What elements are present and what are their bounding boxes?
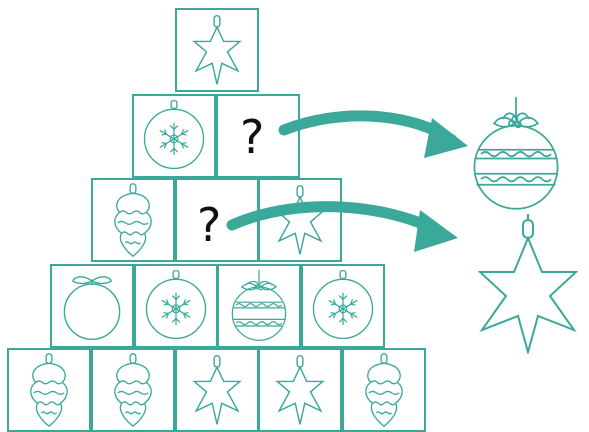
striped-bauble-icon [473,97,559,210]
star-ornament-icon [276,184,324,255]
pyramid-cell-star-ornament [258,178,342,262]
answer-striped-bauble [470,95,562,211]
arrow-to-striped-bauble [278,110,458,146]
snowflake-bauble-icon [145,270,207,340]
pyramid-cell-snowflake-bauble [132,94,216,178]
pyramid-cell-snowflake-bauble [301,264,385,348]
striped-bauble-icon [231,269,287,341]
snowflake-bauble-icon [312,270,374,340]
star-ornament-icon [276,355,324,425]
question-mark: ? [240,110,265,164]
answer-star-ornament [478,212,578,354]
pyramid-cell-orange [50,264,134,348]
pyramid-cell-striped-bauble [217,264,301,348]
drop-ornament-icon [30,353,68,427]
snowflake-bauble-icon [143,100,205,170]
star-ornament-icon [193,355,241,425]
arrow-head [424,118,468,158]
pyramid-cell-question: ? [216,94,300,178]
drop-ornament-icon [365,353,403,427]
drop-ornament-icon [114,353,152,427]
pyramid-cell-drop-ornament [91,178,175,262]
pyramid-cell-star-ornament [258,348,342,432]
pyramid-cell-star-ornament [175,348,259,432]
pyramid-cell-drop-ornament [342,348,426,432]
question-mark: ? [197,198,222,252]
pyramid-cell-snowflake-bauble [134,264,218,348]
orange-icon [63,276,121,341]
pyramid-cell-drop-ornament [7,348,91,432]
pyramid-cell-question: ? [175,178,259,262]
drop-ornament-icon [114,183,152,257]
arrow-head [414,210,458,252]
pyramid-cell-star-ornament [175,8,259,92]
pyramid-cell-drop-ornament [91,348,175,432]
star-ornament-icon [478,214,578,354]
star-ornament-icon [193,15,241,85]
